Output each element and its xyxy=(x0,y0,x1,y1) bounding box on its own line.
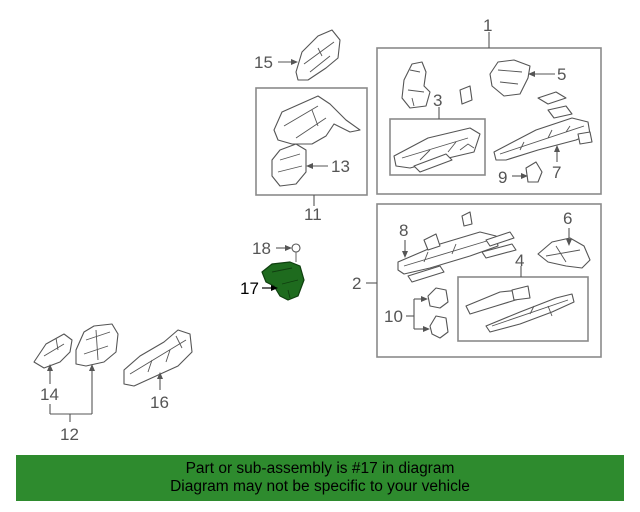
part-17-highlighted[interactable] xyxy=(261,261,305,301)
part-9-clip[interactable] xyxy=(525,161,543,183)
callout-16-arrow xyxy=(157,372,163,379)
callout-17-arrow xyxy=(271,285,278,291)
callout-14[interactable]: 14 xyxy=(40,385,59,404)
group-box-4 xyxy=(457,276,589,342)
part-small-plate-a[interactable] xyxy=(537,91,567,105)
callout-6[interactable]: 6 xyxy=(563,209,572,228)
part-7-rail[interactable] xyxy=(493,117,591,161)
part-15-panel[interactable] xyxy=(295,29,341,81)
callout-13[interactable]: 13 xyxy=(331,157,350,176)
part-16-rail[interactable] xyxy=(123,329,193,387)
callout-9-arrow xyxy=(521,173,528,179)
part-7-detail xyxy=(499,125,585,155)
callout-14-arrow xyxy=(47,364,53,371)
callout-12-arrow xyxy=(89,364,95,371)
part-8-strip-a[interactable] xyxy=(485,231,515,247)
part-3-rail-detail xyxy=(401,137,475,161)
part-17-detail xyxy=(271,267,299,299)
part-5-detail xyxy=(497,69,523,85)
part-5-bracket[interactable] xyxy=(489,59,531,97)
group-box-2 xyxy=(376,203,602,358)
part-3-sub-plate[interactable] xyxy=(413,153,453,173)
callout-15[interactable]: 15 xyxy=(254,53,273,72)
callout-3[interactable]: 3 xyxy=(433,91,442,110)
callout-18-arrow xyxy=(285,245,292,251)
part-small-plate-b[interactable] xyxy=(547,105,573,119)
callout-5-arrow xyxy=(528,71,535,77)
callout-13-arrow xyxy=(306,163,313,169)
callout-18[interactable]: 18 xyxy=(252,239,271,258)
part-8-detail xyxy=(403,239,491,267)
group-box-11 xyxy=(255,87,368,196)
part-12-housing-detail xyxy=(83,329,111,361)
callout-15-arrow xyxy=(291,59,298,65)
part-11-upper[interactable] xyxy=(273,95,361,145)
callout-10[interactable]: 10 xyxy=(384,307,403,326)
callout-5[interactable]: 5 xyxy=(557,65,566,84)
banner-line-2: Diagram may not be specific to your vehi… xyxy=(170,478,470,495)
part-14-detail xyxy=(43,337,65,357)
part-7-end-block[interactable] xyxy=(577,131,593,145)
part-small-clip[interactable] xyxy=(459,85,473,105)
callout-10-arrow-top xyxy=(421,296,428,302)
callout-10-arrow-bottom xyxy=(423,326,430,332)
callout-2[interactable]: 2 xyxy=(352,274,361,293)
banner-line-1: Part or sub-assembly is #17 in diagram xyxy=(185,460,455,477)
part-4-block[interactable] xyxy=(511,285,531,301)
part-10-lower[interactable] xyxy=(429,315,449,339)
part-4-detail xyxy=(491,299,569,327)
part-11-upper-detail xyxy=(283,105,327,139)
callout-7[interactable]: 7 xyxy=(552,163,561,182)
part-13-detail xyxy=(277,153,303,173)
part-3-rail[interactable] xyxy=(393,127,481,169)
callout-4[interactable]: 4 xyxy=(515,251,524,270)
part-upper-bracket-detail xyxy=(407,69,425,107)
part-6-detail xyxy=(545,245,581,263)
part-13-bracket[interactable] xyxy=(271,143,307,187)
callout-16[interactable]: 16 xyxy=(150,393,169,412)
part-15-detail xyxy=(303,41,335,73)
part-8-block[interactable] xyxy=(423,233,441,251)
callout-6-arrow xyxy=(566,239,572,246)
callout-12[interactable]: 12 xyxy=(60,425,79,444)
group-box-3 xyxy=(389,118,486,176)
info-banner: Part or sub-assembly is #17 in diagram D… xyxy=(16,455,624,501)
callout-11[interactable]: 11 xyxy=(304,205,322,224)
part-10-upper[interactable] xyxy=(427,287,449,309)
parts-diagram: 1 3 5 7 9 15 11 13 2 xyxy=(33,16,602,444)
callout-7-arrow xyxy=(554,145,560,152)
callout-17[interactable]: 17 xyxy=(240,279,259,298)
part-8-small-tab[interactable] xyxy=(461,211,473,227)
callout-8-arrow xyxy=(402,251,408,258)
part-8-strip-b[interactable] xyxy=(481,243,517,259)
part-16-detail xyxy=(129,335,187,375)
callout-1[interactable]: 1 xyxy=(483,16,492,35)
part-upper-bracket[interactable] xyxy=(401,61,431,109)
part-18-bolt[interactable] xyxy=(291,243,301,262)
part-8-lower-strip[interactable] xyxy=(407,265,445,283)
callout-8[interactable]: 8 xyxy=(399,221,408,240)
callout-9[interactable]: 9 xyxy=(498,168,507,187)
